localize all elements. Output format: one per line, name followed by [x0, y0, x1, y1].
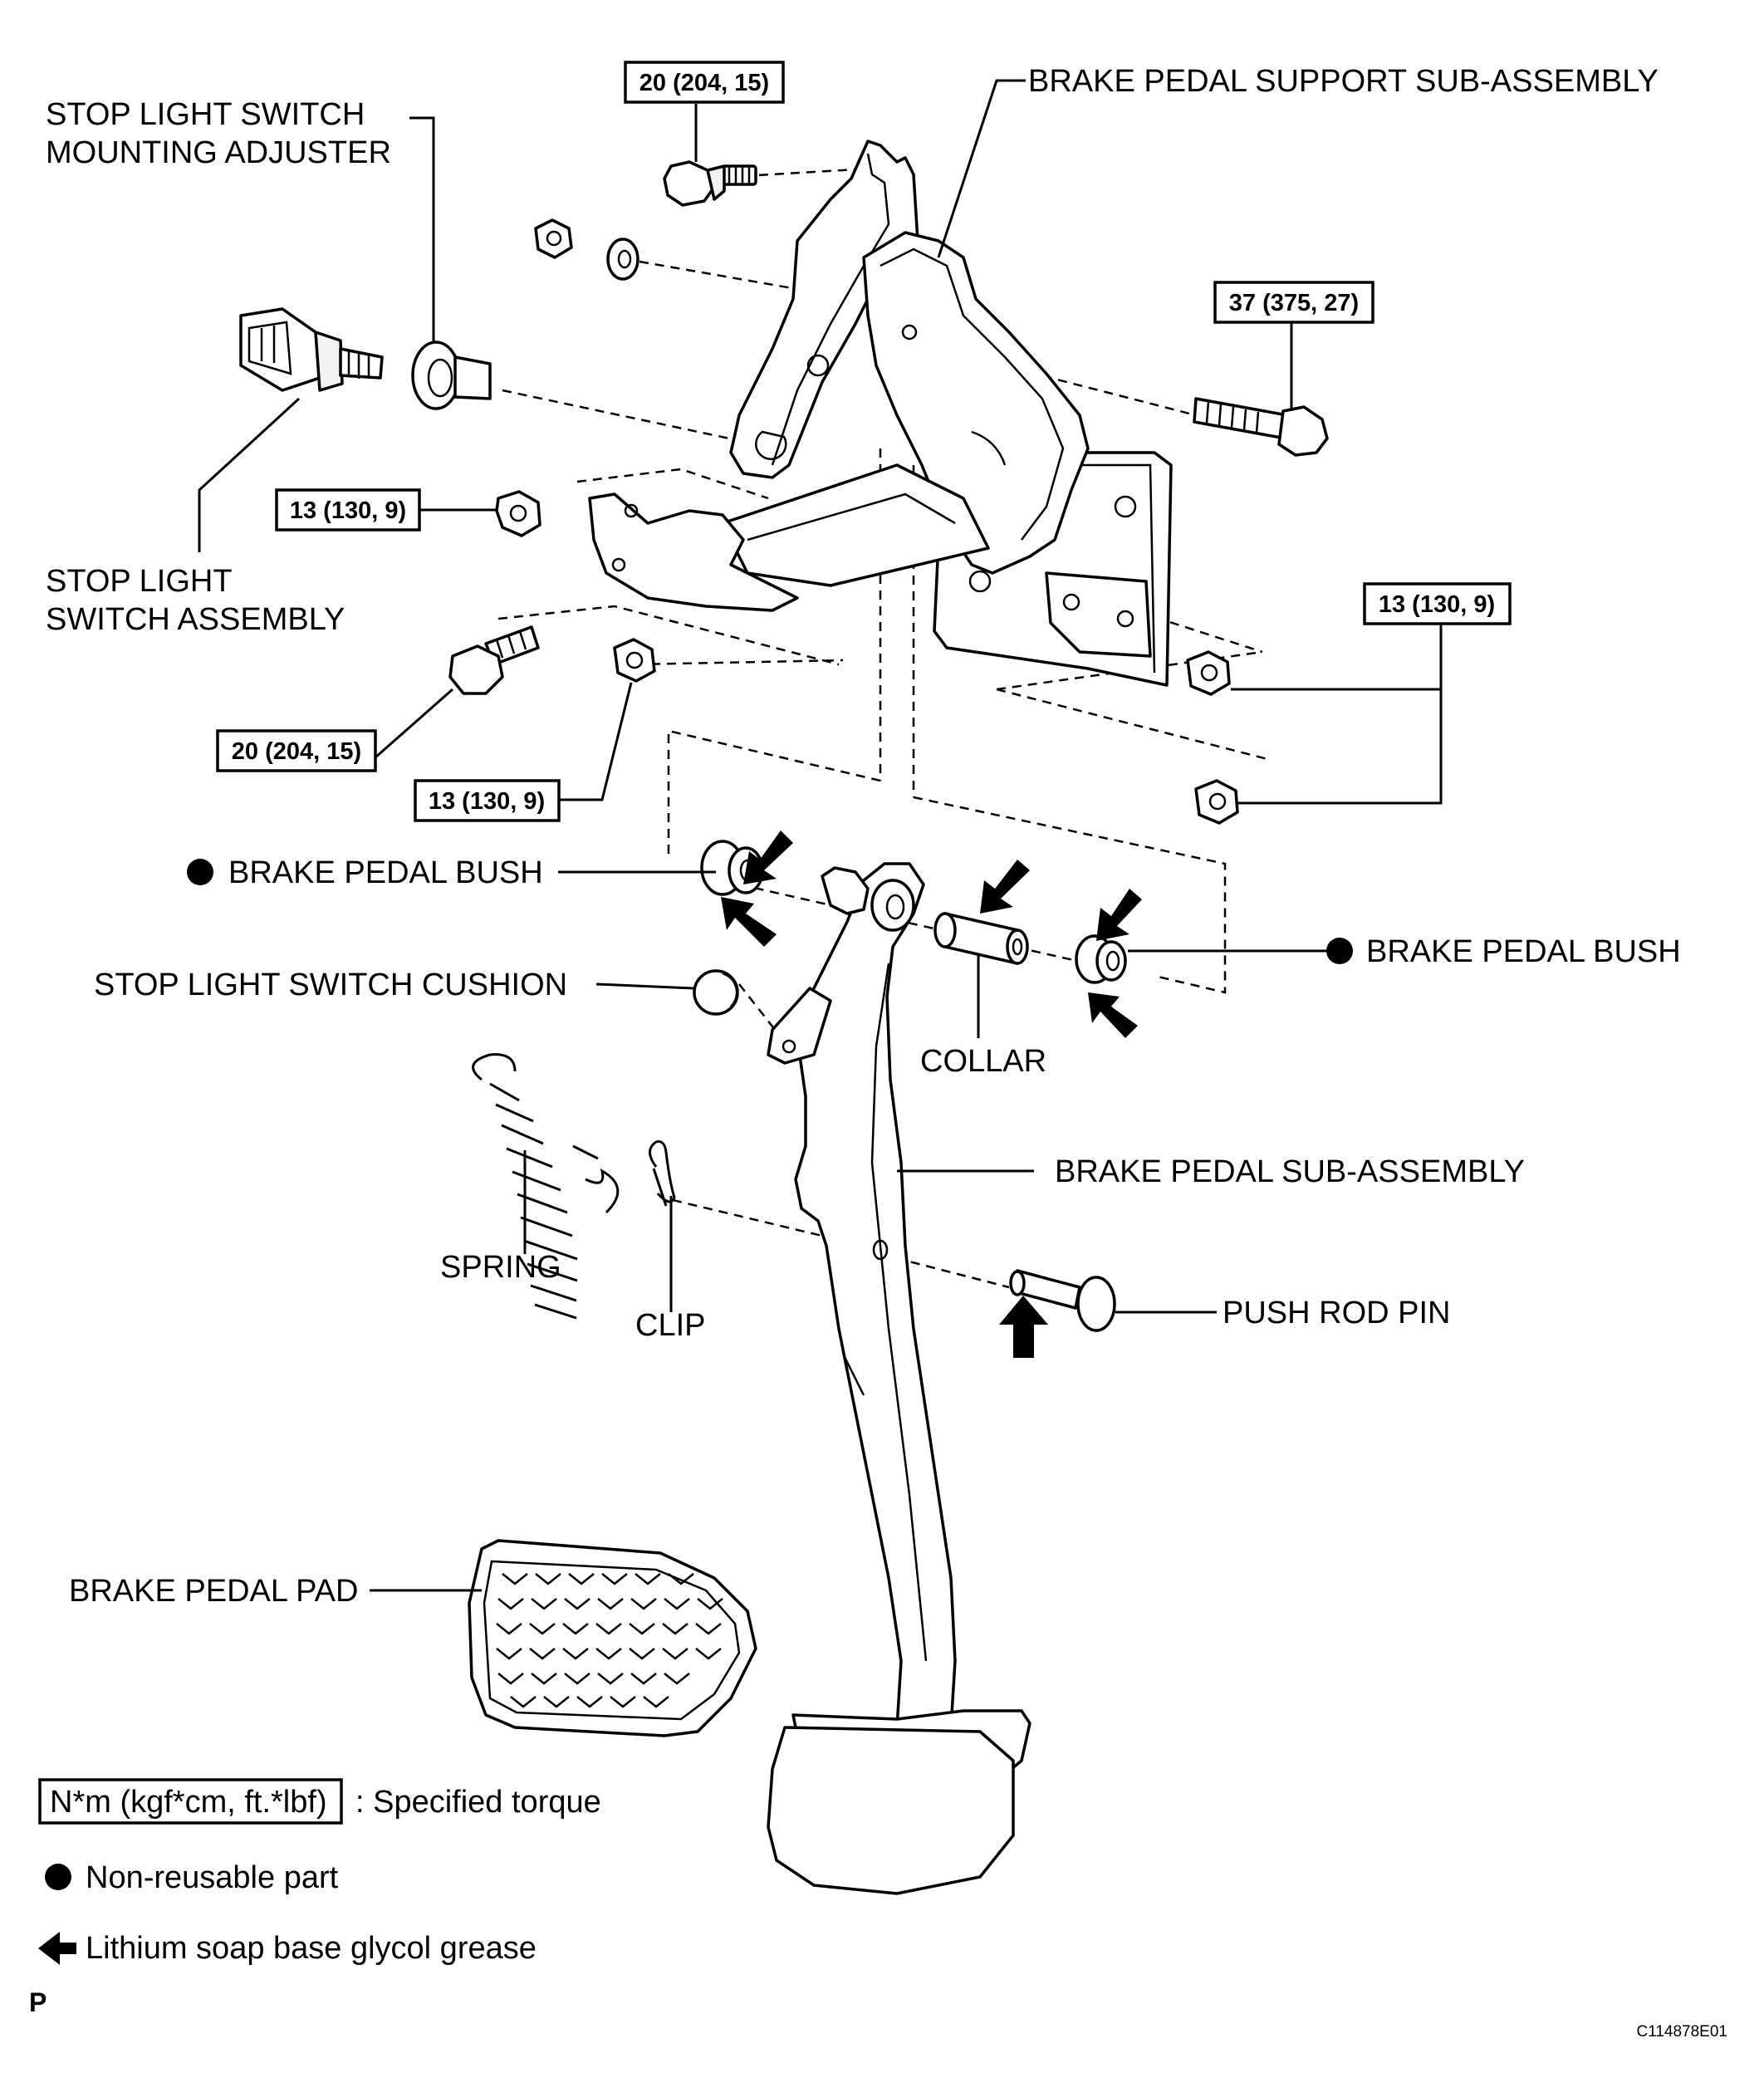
long-bolt [1193, 397, 1329, 457]
torque-spec-nut-lower: 13 (130, 9) [414, 779, 561, 822]
label-bush-left: BRAKE PEDAL BUSH [228, 855, 543, 890]
corner-letter: P [29, 1987, 47, 2017]
legend-nonreusable-text: Non-reusable part [86, 1860, 339, 1895]
label-switch-line2: SWITCH ASSEMBLY [46, 602, 345, 637]
lower-bolt [448, 625, 540, 695]
spring [472, 1053, 620, 1320]
torque-spec-top-bolt: 20 (204, 15) [624, 61, 785, 104]
label-pedal: BRAKE PEDAL SUB-ASSEMBLY [1055, 1154, 1525, 1189]
nut-right-upper [1186, 650, 1231, 696]
torque-value: 13 (130, 9) [429, 788, 545, 815]
legend-grease-arrow-icon [38, 1932, 76, 1965]
leader-lines [198, 79, 1443, 1592]
label-bush-right: BRAKE PEDAL BUSH [1366, 934, 1681, 969]
nut-right-lower [1194, 779, 1239, 825]
legend-torque-text: : Specified torque [355, 1785, 601, 1820]
label-cushion: STOP LIGHT SWITCH CUSHION [94, 968, 567, 1002]
brake-pedal-bush-right [1075, 934, 1127, 984]
pad-tread-pattern [496, 1573, 723, 1708]
figure-code: C114878E01 [1636, 2023, 1727, 2041]
stop-light-switch-assembly [239, 307, 384, 392]
non-reusable-marker-icon [187, 859, 213, 885]
brake-pedal-support-sub-assembly [588, 140, 1173, 687]
legend-grease-text: Lithium soap base glycol grease [86, 1931, 537, 1966]
torque-spec-nut-right: 13 (130, 9) [1363, 582, 1512, 625]
grease-arrow-icon [1088, 992, 1138, 1038]
label-push-rod-pin: PUSH ROD PIN [1223, 1296, 1450, 1330]
nut-lower [613, 638, 656, 683]
label-pedal-pad: BRAKE PEDAL PAD [69, 1574, 358, 1609]
torque-spec-lower-bolt: 20 (204, 15) [216, 729, 377, 772]
washer-top [606, 238, 639, 281]
grease-arrow-icon [721, 897, 777, 947]
label-brake-pedal-support: BRAKE PEDAL SUPPORT SUB-ASSEMBLY [1028, 64, 1659, 99]
brake-pedal-sub-assembly [767, 862, 1031, 1895]
stop-light-switch-cushion [693, 969, 739, 1016]
label-switch-line1: STOP LIGHT [46, 564, 233, 599]
legend: N*m (kgf*cm, ft.*lbf) : Specified torque… [38, 1778, 601, 1966]
label-collar: COLLAR [920, 1044, 1046, 1079]
torque-value: 20 (204, 15) [232, 738, 361, 765]
stop-light-switch-mounting-adjuster [411, 341, 492, 410]
grease-arrow-icon [743, 830, 793, 884]
legend-non-reusable-icon [45, 1864, 71, 1890]
torque-spec-long-bolt: 37 (375, 27) [1213, 281, 1374, 324]
collar [933, 912, 1029, 965]
top-bolt [663, 160, 757, 207]
label-adjuster-line2: MOUNTING ADJUSTER [46, 135, 391, 170]
grease-arrow-icon [980, 860, 1030, 914]
legend-torque-box-text: N*m (kgf*cm, ft.*lbf) [50, 1785, 327, 1820]
grease-arrow-icon [999, 1296, 1048, 1358]
small-nut-top [534, 218, 573, 259]
torque-value: 13 (130, 9) [290, 497, 406, 524]
brake-pedal-pad [468, 1539, 757, 1737]
torque-value: 20 (204, 15) [639, 70, 769, 96]
push-rod-pin [1009, 1269, 1116, 1332]
non-reusable-marker-icon [1326, 938, 1353, 964]
label-spring: SPRING [440, 1250, 561, 1285]
grease-arrow-icon [1096, 889, 1142, 941]
torque-value: 13 (130, 9) [1379, 591, 1495, 618]
label-clip: CLIP [635, 1308, 705, 1343]
nut-left [495, 490, 541, 537]
grease-arrows [721, 830, 1142, 1358]
label-adjuster-line1: STOP LIGHT SWITCH [46, 97, 365, 132]
torque-value: 37 (375, 27) [1229, 290, 1359, 316]
torque-spec-nut-left: 13 (130, 9) [275, 488, 421, 532]
